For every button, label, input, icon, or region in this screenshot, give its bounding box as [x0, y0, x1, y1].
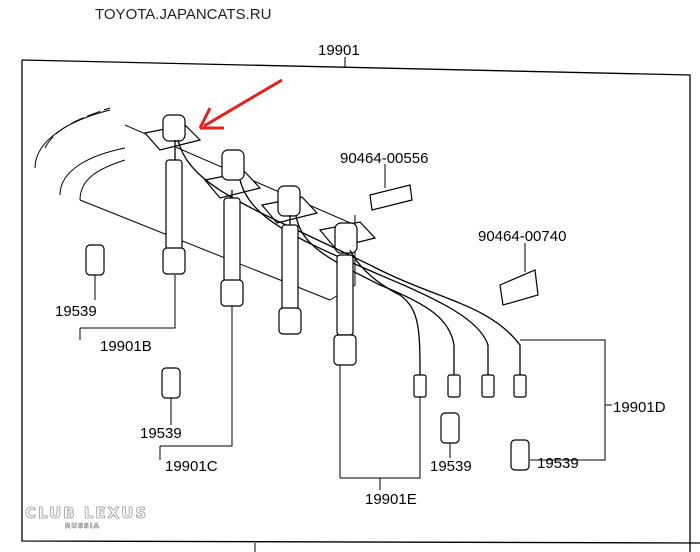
- label-19901b: 19901B: [100, 338, 152, 355]
- distributor-terminals: [413, 374, 527, 398]
- label-19901: 19901: [318, 42, 360, 59]
- label-19539-b: 19539: [55, 303, 97, 320]
- label-90464-00740: 90464-00740: [478, 228, 566, 245]
- label-19539-c: 19539: [140, 425, 182, 442]
- ignition-caps: [143, 114, 377, 254]
- label-19539-d: 19539: [537, 455, 579, 472]
- label-19901d: 19901D: [613, 399, 666, 416]
- label-90464-00556: 90464-00556: [340, 150, 428, 167]
- wire-clamps: [369, 164, 539, 306]
- watermark-logo: CLUB LEXUS: [25, 504, 148, 522]
- label-19901e: 19901E: [365, 491, 417, 508]
- label-19539-e: 19539: [430, 458, 472, 475]
- leader-lines: [79, 275, 612, 490]
- watermark-sub: RUSSIA: [65, 522, 100, 530]
- site-header: TOYOTA.JAPANCATS.RU: [95, 6, 271, 23]
- assembly-frame: [21, 57, 700, 552]
- boot-icons: [85, 244, 530, 471]
- plug-boots: [162, 159, 357, 366]
- red-arrow-icon: [198, 78, 283, 130]
- label-19901c: 19901C: [165, 458, 218, 475]
